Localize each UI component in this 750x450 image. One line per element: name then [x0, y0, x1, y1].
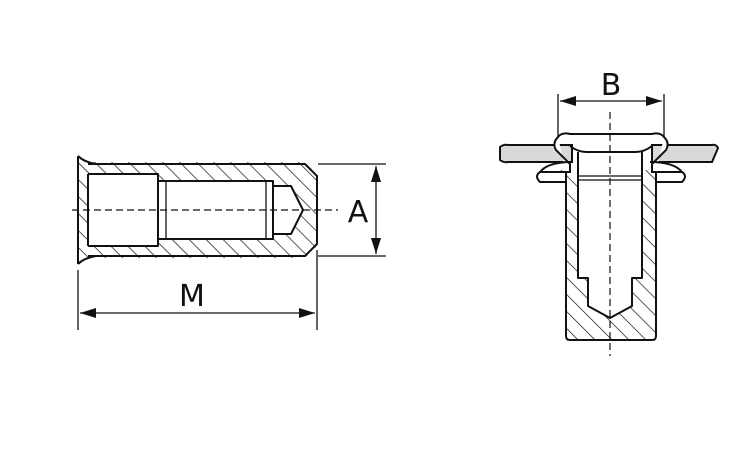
dimension-b: B: [557, 68, 665, 138]
dimension-label-b: B: [601, 68, 622, 103]
side-view: M A: [72, 155, 386, 330]
sheet-right: [651, 143, 720, 163]
installed-flange: [536, 136, 571, 183]
dimension-label-a: A: [348, 195, 369, 230]
installed-view: B: [499, 68, 720, 356]
dimension-m: M: [77, 250, 318, 330]
dimension-a: A: [318, 163, 386, 257]
dimension-label-m: M: [179, 279, 205, 314]
installed-bore: [578, 165, 642, 318]
